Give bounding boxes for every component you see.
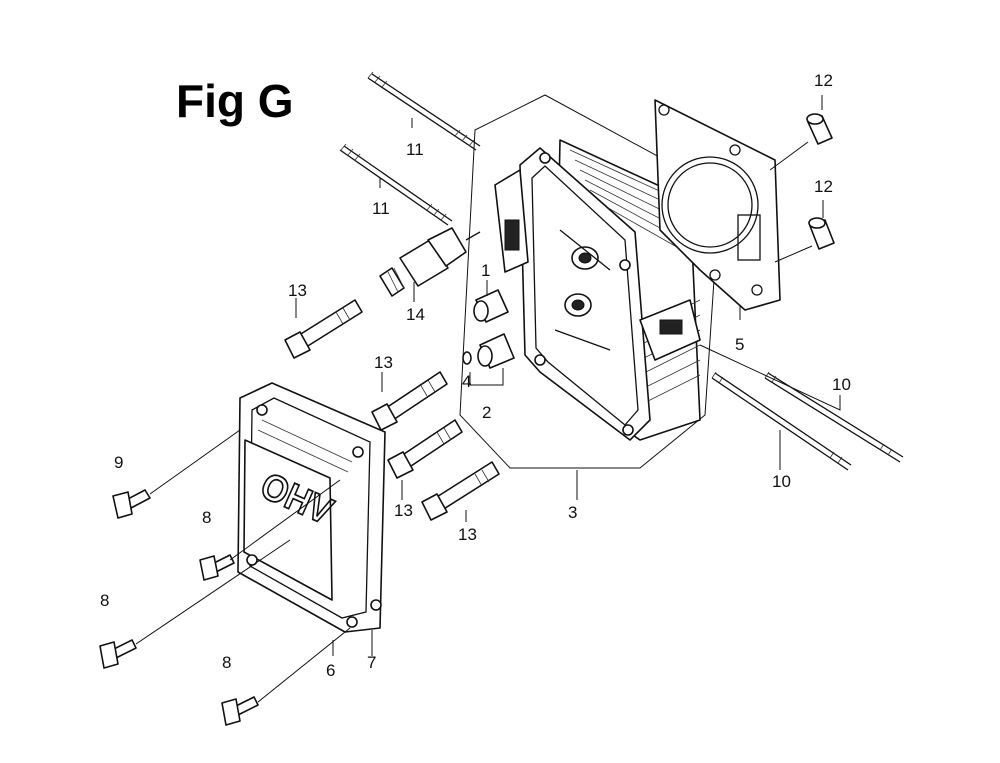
callout-11-lower: 11	[372, 199, 390, 218]
head-bolt-c	[387, 419, 463, 479]
callout-2: 2	[482, 403, 491, 422]
callout-14: 14	[406, 305, 425, 324]
callout-8-c: 8	[222, 653, 231, 672]
washer	[462, 351, 472, 365]
dowel-pin-lower	[808, 217, 835, 250]
dowel-pin-upper	[806, 113, 833, 145]
leader-lines	[135, 95, 841, 703]
head-bolt-a	[284, 299, 363, 359]
spark-plug	[379, 227, 481, 297]
callout-5: 5	[735, 335, 744, 354]
callout-12-upper: 12	[814, 71, 833, 90]
callout-6: 6	[326, 661, 335, 680]
head-gasket	[654, 99, 781, 311]
callout-13-c: 13	[394, 501, 413, 520]
dowel-pin-1b	[477, 333, 515, 369]
stud-bolt-upper	[367, 71, 481, 151]
cover-bolt-8b	[99, 639, 137, 669]
callout-8-b: 8	[100, 591, 109, 610]
callout-4: 4	[462, 372, 471, 391]
callout-1: 1	[481, 261, 490, 280]
stud-bolt-lower	[339, 143, 453, 226]
cover-bolt-9	[112, 489, 151, 519]
callout-13-b: 13	[374, 353, 393, 372]
cover-bolt-8c	[221, 696, 259, 726]
head-bolt-d	[421, 461, 500, 521]
callout-9: 9	[114, 453, 123, 472]
callout-7: 7	[367, 653, 376, 672]
callout-13-a: 13	[288, 281, 307, 300]
callout-11-upper: 11	[406, 140, 424, 159]
callout-8-a: 8	[202, 508, 211, 527]
cover-bolt-8a	[199, 554, 235, 581]
dowel-pin-1a	[473, 289, 509, 323]
head-bolt-b	[371, 371, 448, 431]
rocker-stud-b	[711, 371, 852, 471]
callout-13-d: 13	[458, 525, 477, 544]
head-cover: OHV	[237, 382, 386, 633]
figure-title: Fig G	[176, 75, 294, 127]
callout-12-lower: 12	[814, 177, 833, 196]
callout-labels: 12 12 11 11 13 13 13 13 14 1 4 2 5 3 10 …	[100, 71, 851, 680]
callout-3: 3	[568, 503, 577, 522]
callout-10-a: 10	[832, 375, 851, 394]
callout-10-b: 10	[772, 472, 791, 491]
